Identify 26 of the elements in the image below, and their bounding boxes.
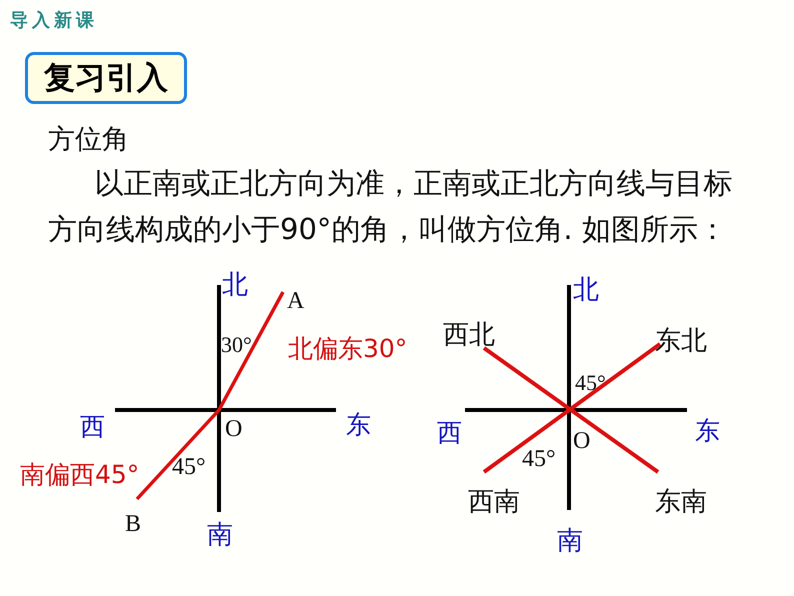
direction-label: 南	[207, 522, 233, 548]
direction-label: 东	[346, 412, 371, 437]
direction-label: 东北	[655, 328, 707, 354]
angle-label: 45°	[575, 372, 606, 394]
direction-label: 东	[695, 418, 720, 443]
bearing-label: 南偏西45°	[20, 462, 140, 487]
point-label: O	[573, 429, 590, 453]
direction-label: 北	[573, 277, 599, 303]
section-badge: 复习引入	[25, 52, 187, 104]
angle-label: 45°	[172, 455, 206, 479]
point-label: B	[125, 512, 142, 536]
direction-label: 西	[80, 414, 105, 439]
direction-label: 西北	[443, 322, 495, 348]
direction-label: 南	[557, 528, 583, 554]
page-heading: 导入新课	[10, 12, 98, 30]
direction-label: 北	[222, 272, 248, 298]
direction-label: 东南	[655, 489, 707, 515]
bearing-label: 北偏东30°	[288, 336, 408, 361]
angle-label: 30°	[221, 334, 252, 356]
section-title: 方位角	[48, 126, 129, 153]
point-label: O	[225, 417, 242, 441]
direction-label: 西南	[468, 489, 520, 515]
angle-label: 45°	[522, 447, 556, 471]
paragraph: 以正南或正北方向为准，正南或正北方向线与目标方向线构成的小于90°的角，叫做方位角. 如图所示：	[48, 165, 734, 248]
point-label: A	[287, 289, 304, 313]
direction-label: 西	[437, 420, 462, 445]
